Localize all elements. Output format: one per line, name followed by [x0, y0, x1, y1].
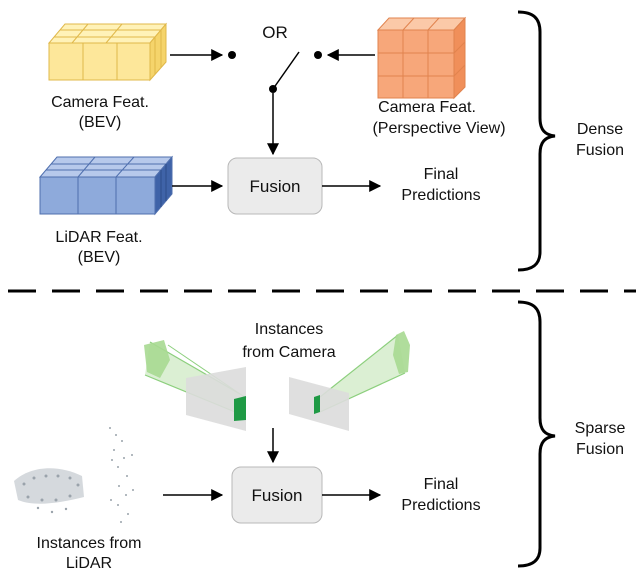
camera-left-image-plane	[186, 367, 246, 431]
camera-pv-label-line1: Camera Feat.	[378, 99, 476, 116]
lidar-instances-pointcloud	[14, 427, 134, 523]
camera-instances-label-line2: from Camera	[242, 344, 335, 361]
dense-fusion-label: Fusion	[249, 177, 300, 196]
sparse-brace	[517, 300, 556, 568]
switch-left-terminal	[228, 51, 236, 59]
lidar-instances-label-line1: Instances from	[37, 535, 142, 552]
camera-pv-label-line2: (Perspective View)	[372, 120, 505, 137]
or-label: OR	[262, 23, 288, 42]
sparse-fusion-label: Fusion	[251, 486, 302, 505]
switch-right-terminal	[314, 51, 322, 59]
camera-instance-right-frustum	[289, 331, 410, 431]
lidar-bev-feature-block	[38, 155, 174, 216]
sparse-output-line2: Predictions	[401, 497, 480, 514]
dense-group-label-line1: Dense	[577, 121, 623, 138]
camera-instance-left-frustum	[144, 340, 247, 431]
camera-bev-label-line2: (BEV)	[79, 114, 122, 131]
dense-output-line1: Final	[424, 166, 459, 183]
sparse-output-line1: Final	[424, 476, 459, 493]
camera-bev-feature-block	[47, 22, 168, 82]
sparse-group-label-line2: Fusion	[576, 441, 624, 458]
camera-pv-feature-block	[376, 16, 467, 100]
sparse-group-label-line1: Sparse	[575, 420, 626, 437]
lidar-bev-label-line1: LiDAR Feat.	[55, 229, 142, 246]
camera-bev-label-line1: Camera Feat.	[51, 94, 149, 111]
dense-output-line2: Predictions	[401, 187, 480, 204]
lidar-bev-label-line2: (BEV)	[78, 249, 121, 266]
lidar-instances-label-line2: LiDAR	[66, 555, 112, 572]
switch-lever	[272, 51, 300, 90]
dense-group-label-line2: Fusion	[576, 142, 624, 159]
dense-brace	[517, 10, 556, 272]
camera-instances-label-line1: Instances	[255, 321, 323, 338]
